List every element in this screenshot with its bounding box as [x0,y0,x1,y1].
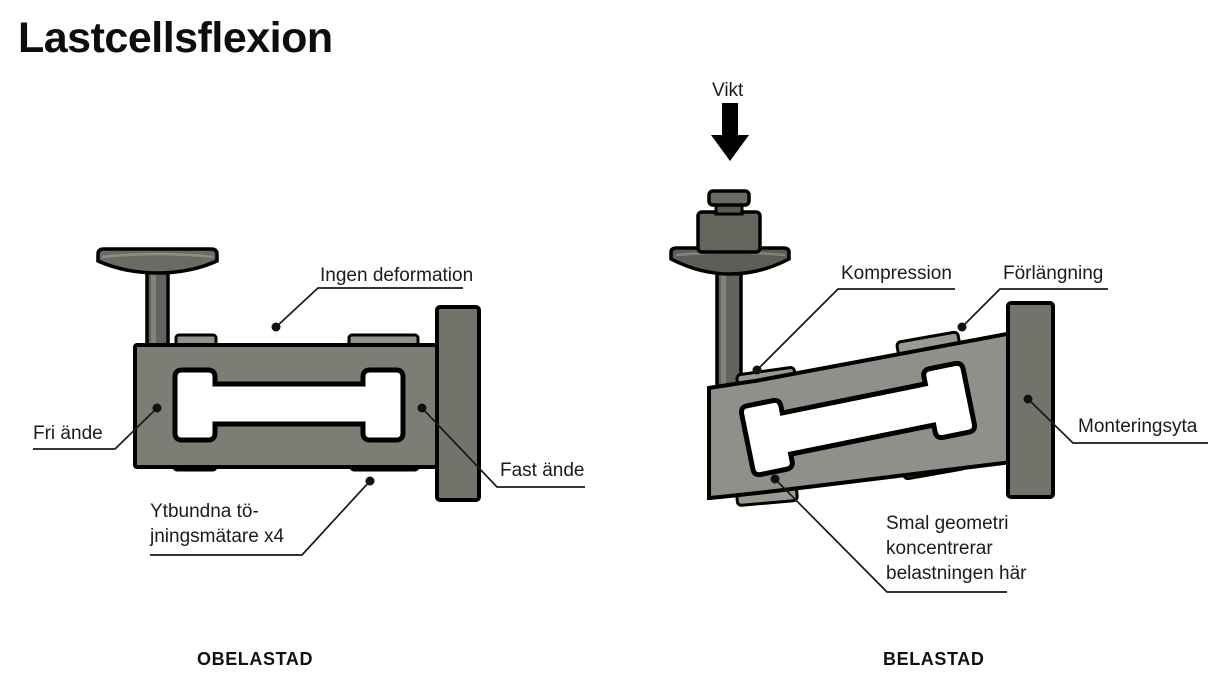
leader-lines-right [756,288,1208,593]
leader-line [961,288,1108,328]
label-no-deformation: Ingen deformation [320,265,474,286]
label-mounting-surface: Monteringsyta [1078,416,1198,437]
label-strain-gauges: Ytbundna tö- jningsmätare x4 [150,499,284,549]
leader-line [421,407,585,488]
leader-dots-right [752,322,1033,484]
bone-cutout [172,367,406,443]
label-weight: Vikt [712,80,744,101]
leader-dot [957,322,967,332]
label-narrow-geometry-line3: belastningen här [886,563,1027,584]
leader-dot [271,322,281,332]
label-strain-gauges-line1: Ytbundna tö- [150,501,259,522]
leader-dot [770,474,780,484]
leader-dot [1023,394,1033,404]
bone-cutout [738,360,978,478]
leader-dot [365,476,375,486]
leader-line [1027,398,1208,444]
label-fixed-end: Fast ände [500,460,585,481]
load-button-knob [707,189,751,207]
leader-dot [752,365,762,375]
cap-highlight [101,252,214,259]
page-title: Lastcellsflexion [18,14,333,62]
leader-dots-left [152,322,427,486]
leader-line [150,480,371,556]
label-elongation: Förlängning [1003,263,1104,284]
label-strain-gauges-line2: jningsmätare x4 [150,526,285,547]
label-compression: Kompression [841,263,952,284]
label-narrow-geometry-line2: koncentrerar [886,538,993,559]
stem-highlight [151,262,156,348]
leader-line [33,407,158,450]
load-button-stem [715,260,743,394]
load-button-cylinder [696,210,762,254]
label-narrow-geometry: Smal geometri koncentrerar belastningen … [886,511,1027,586]
leader-dot [417,403,427,413]
bone-cutout-group [738,360,978,478]
loaded-diagram [669,103,1208,593]
load-button-cap [96,247,219,275]
leader-dot [152,403,162,413]
weight-arrow-icon [711,103,749,161]
caption-unloaded: OBELASTAD [197,649,314,669]
mounting-plate [435,305,481,502]
label-narrow-geometry-line1: Smal geometri [886,513,1009,534]
caption-loaded: BELASTAD [883,649,985,669]
leader-line [774,478,1007,593]
unloaded-diagram [33,247,585,556]
leader-line [756,288,955,371]
leader-lines-left [33,287,585,556]
label-free-end: Fri ände [33,423,103,444]
stem-highlight [721,266,726,384]
leader-line [275,287,463,328]
